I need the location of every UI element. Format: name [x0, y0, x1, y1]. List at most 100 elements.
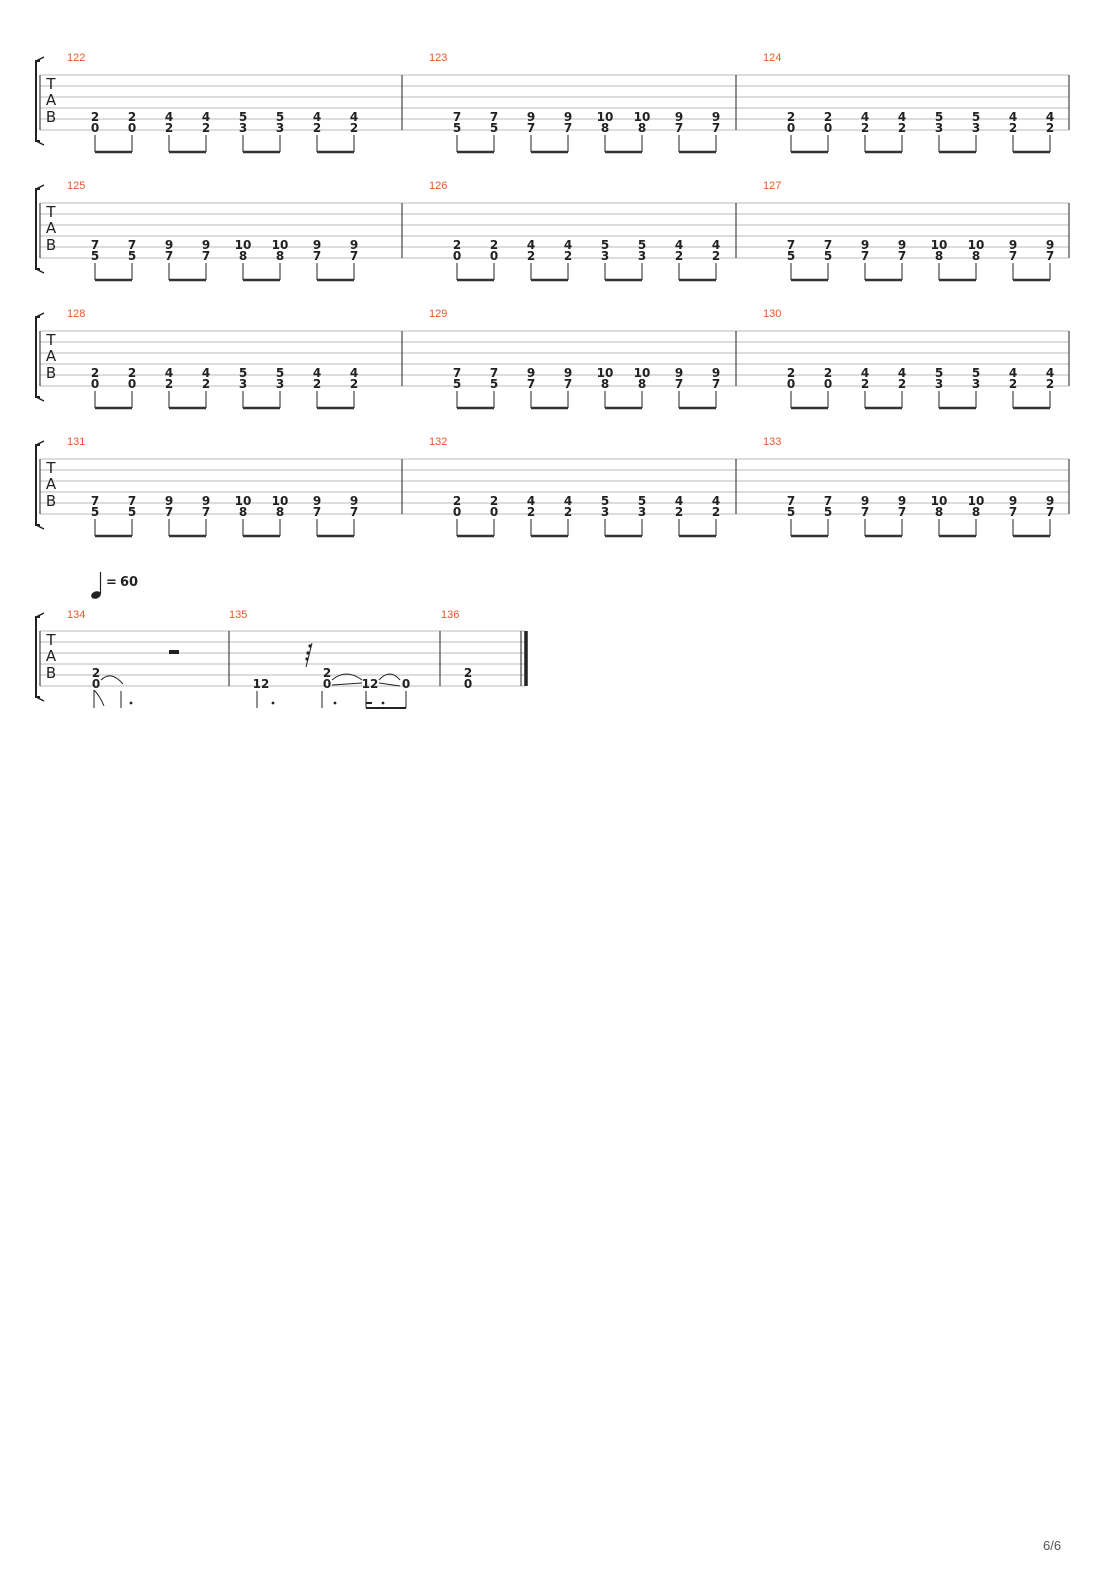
- fret-number: 3: [239, 121, 247, 135]
- fret-number: 2: [675, 249, 683, 263]
- fret-number: 10: [272, 238, 289, 252]
- tempo-equals: =: [106, 575, 117, 590]
- staff-lines: [40, 458, 1069, 515]
- fret-number: 7: [1009, 505, 1017, 519]
- bar-number: 128: [67, 308, 85, 320]
- fret-number: 12: [253, 677, 270, 691]
- fret-number: 2: [490, 494, 498, 508]
- system-4: TAB1317575979710810897971322020424253534…: [35, 436, 1070, 538]
- fret-number: 5: [601, 238, 609, 252]
- eighth-note-stem: [93, 689, 105, 708]
- fret-number: 2: [313, 377, 321, 391]
- staff-lines: [40, 74, 1069, 131]
- fret-number: 0: [490, 505, 498, 519]
- fret-number: 0: [92, 677, 100, 691]
- fret-number: 7: [675, 377, 683, 391]
- dot: [271, 701, 275, 705]
- fret-number: 2: [1046, 121, 1054, 135]
- slide-line: [331, 682, 363, 686]
- fret-number: 9: [350, 238, 358, 252]
- fret-number: 2: [898, 121, 906, 135]
- fret-number: 0: [824, 121, 832, 135]
- fret-number: 5: [276, 110, 284, 124]
- fret-number: 10: [235, 238, 252, 252]
- fret-number: 5: [91, 249, 99, 263]
- bar-number: 122: [67, 52, 85, 64]
- beam-group: [604, 391, 643, 410]
- fret-number: 0: [490, 249, 498, 263]
- fret-number: 7: [564, 121, 572, 135]
- fret-number: 7: [490, 110, 498, 124]
- tie-arc: [378, 673, 401, 681]
- fret-number: 4: [861, 110, 869, 124]
- tab-label-a: A: [46, 475, 57, 493]
- fret-number: 5: [935, 110, 943, 124]
- bar-number: 127: [763, 180, 781, 192]
- fret-number: 4: [350, 110, 358, 124]
- beam-group: [938, 135, 977, 154]
- tie-arc: [100, 675, 124, 685]
- tab-label-b: B: [46, 664, 56, 682]
- fret-number: 4: [313, 110, 321, 124]
- fret-number: 7: [564, 377, 572, 391]
- fret-number: 7: [675, 121, 683, 135]
- fret-number: 8: [239, 249, 247, 263]
- fret-number: 2: [91, 110, 99, 124]
- slide-line: [378, 682, 401, 687]
- fret-number: 2: [313, 121, 321, 135]
- system-bracket: [35, 56, 45, 146]
- beam-group: [316, 391, 355, 410]
- bar-number: 134: [67, 609, 85, 621]
- fret-number: 7: [861, 505, 869, 519]
- fret-number: 0: [787, 121, 795, 135]
- fret-number: 9: [675, 110, 683, 124]
- tab-label-a: A: [46, 91, 57, 109]
- bar-134: 134 2 0: [67, 609, 230, 708]
- beam-group: [790, 519, 829, 538]
- fret-number: 10: [634, 366, 651, 380]
- fret-number: 3: [276, 121, 284, 135]
- fret-number: 8: [638, 377, 646, 391]
- beam-group: [938, 519, 977, 538]
- tab-label-a: A: [46, 347, 57, 365]
- beam-group: [316, 135, 355, 154]
- fret-number: 8: [276, 505, 284, 519]
- fret-number: 9: [1009, 238, 1017, 252]
- tab-label-t: T: [45, 75, 56, 93]
- fret-number: 0: [91, 377, 99, 391]
- fret-number: 3: [239, 377, 247, 391]
- fret-number: 2: [490, 238, 498, 252]
- tab-label-b: B: [46, 236, 56, 254]
- fret-number: 8: [935, 249, 943, 263]
- fret-number: 7: [712, 121, 720, 135]
- fret-number: 2: [527, 505, 535, 519]
- fret-number: 2: [787, 366, 795, 380]
- fret-number: 5: [601, 494, 609, 508]
- beam-group: [864, 135, 903, 154]
- bar-number: 129: [429, 308, 447, 320]
- fret-number: 8: [276, 249, 284, 263]
- fret-number: 2: [453, 238, 461, 252]
- fret-number: 2: [564, 505, 572, 519]
- fret-number: 7: [1009, 249, 1017, 263]
- fret-number: 0: [464, 677, 472, 691]
- fret-number: 10: [597, 110, 614, 124]
- fret-number: 7: [91, 494, 99, 508]
- fret-number: 2: [202, 377, 210, 391]
- fret-number: 4: [527, 494, 535, 508]
- tab-label-b: B: [46, 364, 56, 382]
- fret-number: 2: [712, 505, 720, 519]
- fret-number: 2: [824, 110, 832, 124]
- fret-number: 2: [824, 366, 832, 380]
- fret-number: 4: [1046, 110, 1054, 124]
- tab-label-t: T: [45, 203, 56, 221]
- beam-group: [1012, 263, 1051, 282]
- fret-number: 7: [128, 238, 136, 252]
- fret-number: 7: [165, 505, 173, 519]
- system-1: TAB1222020424253534242123757597971081089…: [35, 52, 1070, 154]
- fret-number: 2: [898, 377, 906, 391]
- fret-number: 5: [824, 505, 832, 519]
